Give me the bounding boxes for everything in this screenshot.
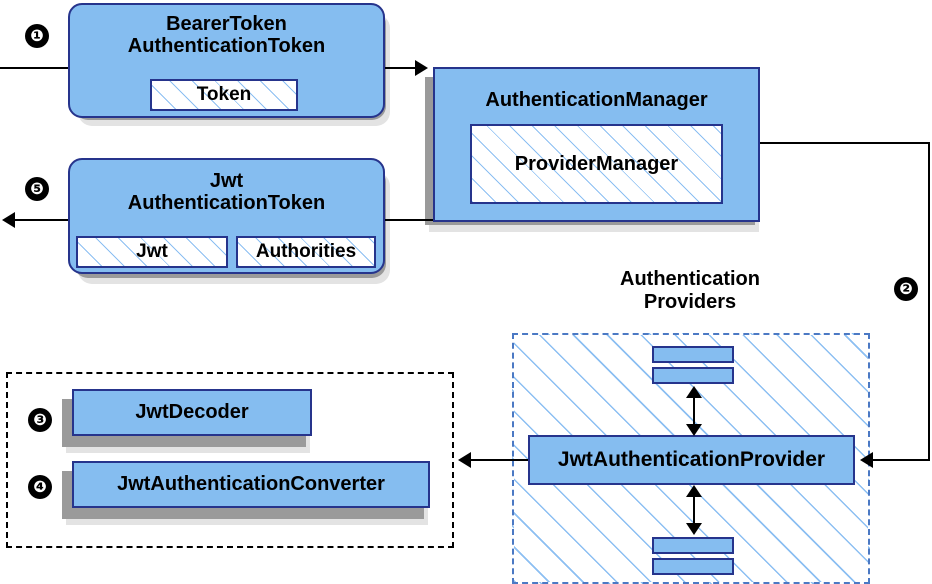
step-marker-1: ❶: [25, 24, 49, 48]
outgoing-response-line: [14, 219, 74, 221]
node-title: JwtDecoder: [135, 401, 249, 424]
arrow-left-icon: [458, 452, 471, 468]
manager-down-line: [928, 142, 930, 460]
slot-jwt: Jwt: [76, 236, 228, 268]
arrow-down-icon: [686, 523, 702, 535]
provider-bar-bottom-2: [652, 558, 734, 575]
node-jwt-authentication-converter[interactable]: JwtAuthenticationConverter: [72, 461, 430, 508]
provider-link-top-line: [693, 390, 695, 432]
arrow-left-icon: [2, 212, 15, 228]
slot-provider-manager: ProviderManager: [470, 124, 723, 204]
node-title: Jwt AuthenticationToken: [127, 170, 326, 215]
slot-token: Token: [150, 79, 298, 111]
slot-authorities: Authorities: [236, 236, 376, 268]
arrow-down-icon: [686, 424, 702, 436]
node-title: AuthenticationManager: [485, 89, 708, 111]
provider-to-support-line: [470, 459, 528, 461]
step-marker-5: ❺: [25, 177, 49, 201]
node-jwt-decoder[interactable]: JwtDecoder: [72, 389, 312, 436]
node-jwt-authentication-provider[interactable]: JwtAuthenticationProvider: [528, 435, 855, 485]
provider-bar-top-2: [652, 367, 734, 384]
arrow-up-icon: [686, 386, 702, 398]
down-to-provider-line: [872, 459, 930, 461]
incoming-request-line: [0, 67, 70, 69]
provider-link-bottom-line: [693, 489, 695, 531]
bearer-to-manager-line: [385, 67, 419, 69]
manager-to-jwt-token-line: [385, 219, 437, 221]
step-marker-4: ❹: [28, 475, 52, 499]
node-title: JwtAuthenticationConverter: [117, 473, 385, 496]
step-marker-2: ❷: [894, 277, 918, 301]
node-title: BearerToken AuthenticationToken: [127, 13, 326, 58]
provider-bar-top-1: [652, 346, 734, 363]
step-marker-3: ❸: [28, 408, 52, 432]
manager-right-line: [759, 142, 930, 144]
arrow-left-icon: [860, 452, 873, 468]
provider-bar-bottom-1: [652, 537, 734, 554]
arrow-right-icon: [415, 60, 428, 76]
group-jwt-support: [6, 372, 454, 548]
authentication-providers-caption: Authentication Providers: [620, 268, 760, 313]
node-title: JwtAuthenticationProvider: [557, 448, 826, 472]
arrow-up-icon: [686, 485, 702, 497]
